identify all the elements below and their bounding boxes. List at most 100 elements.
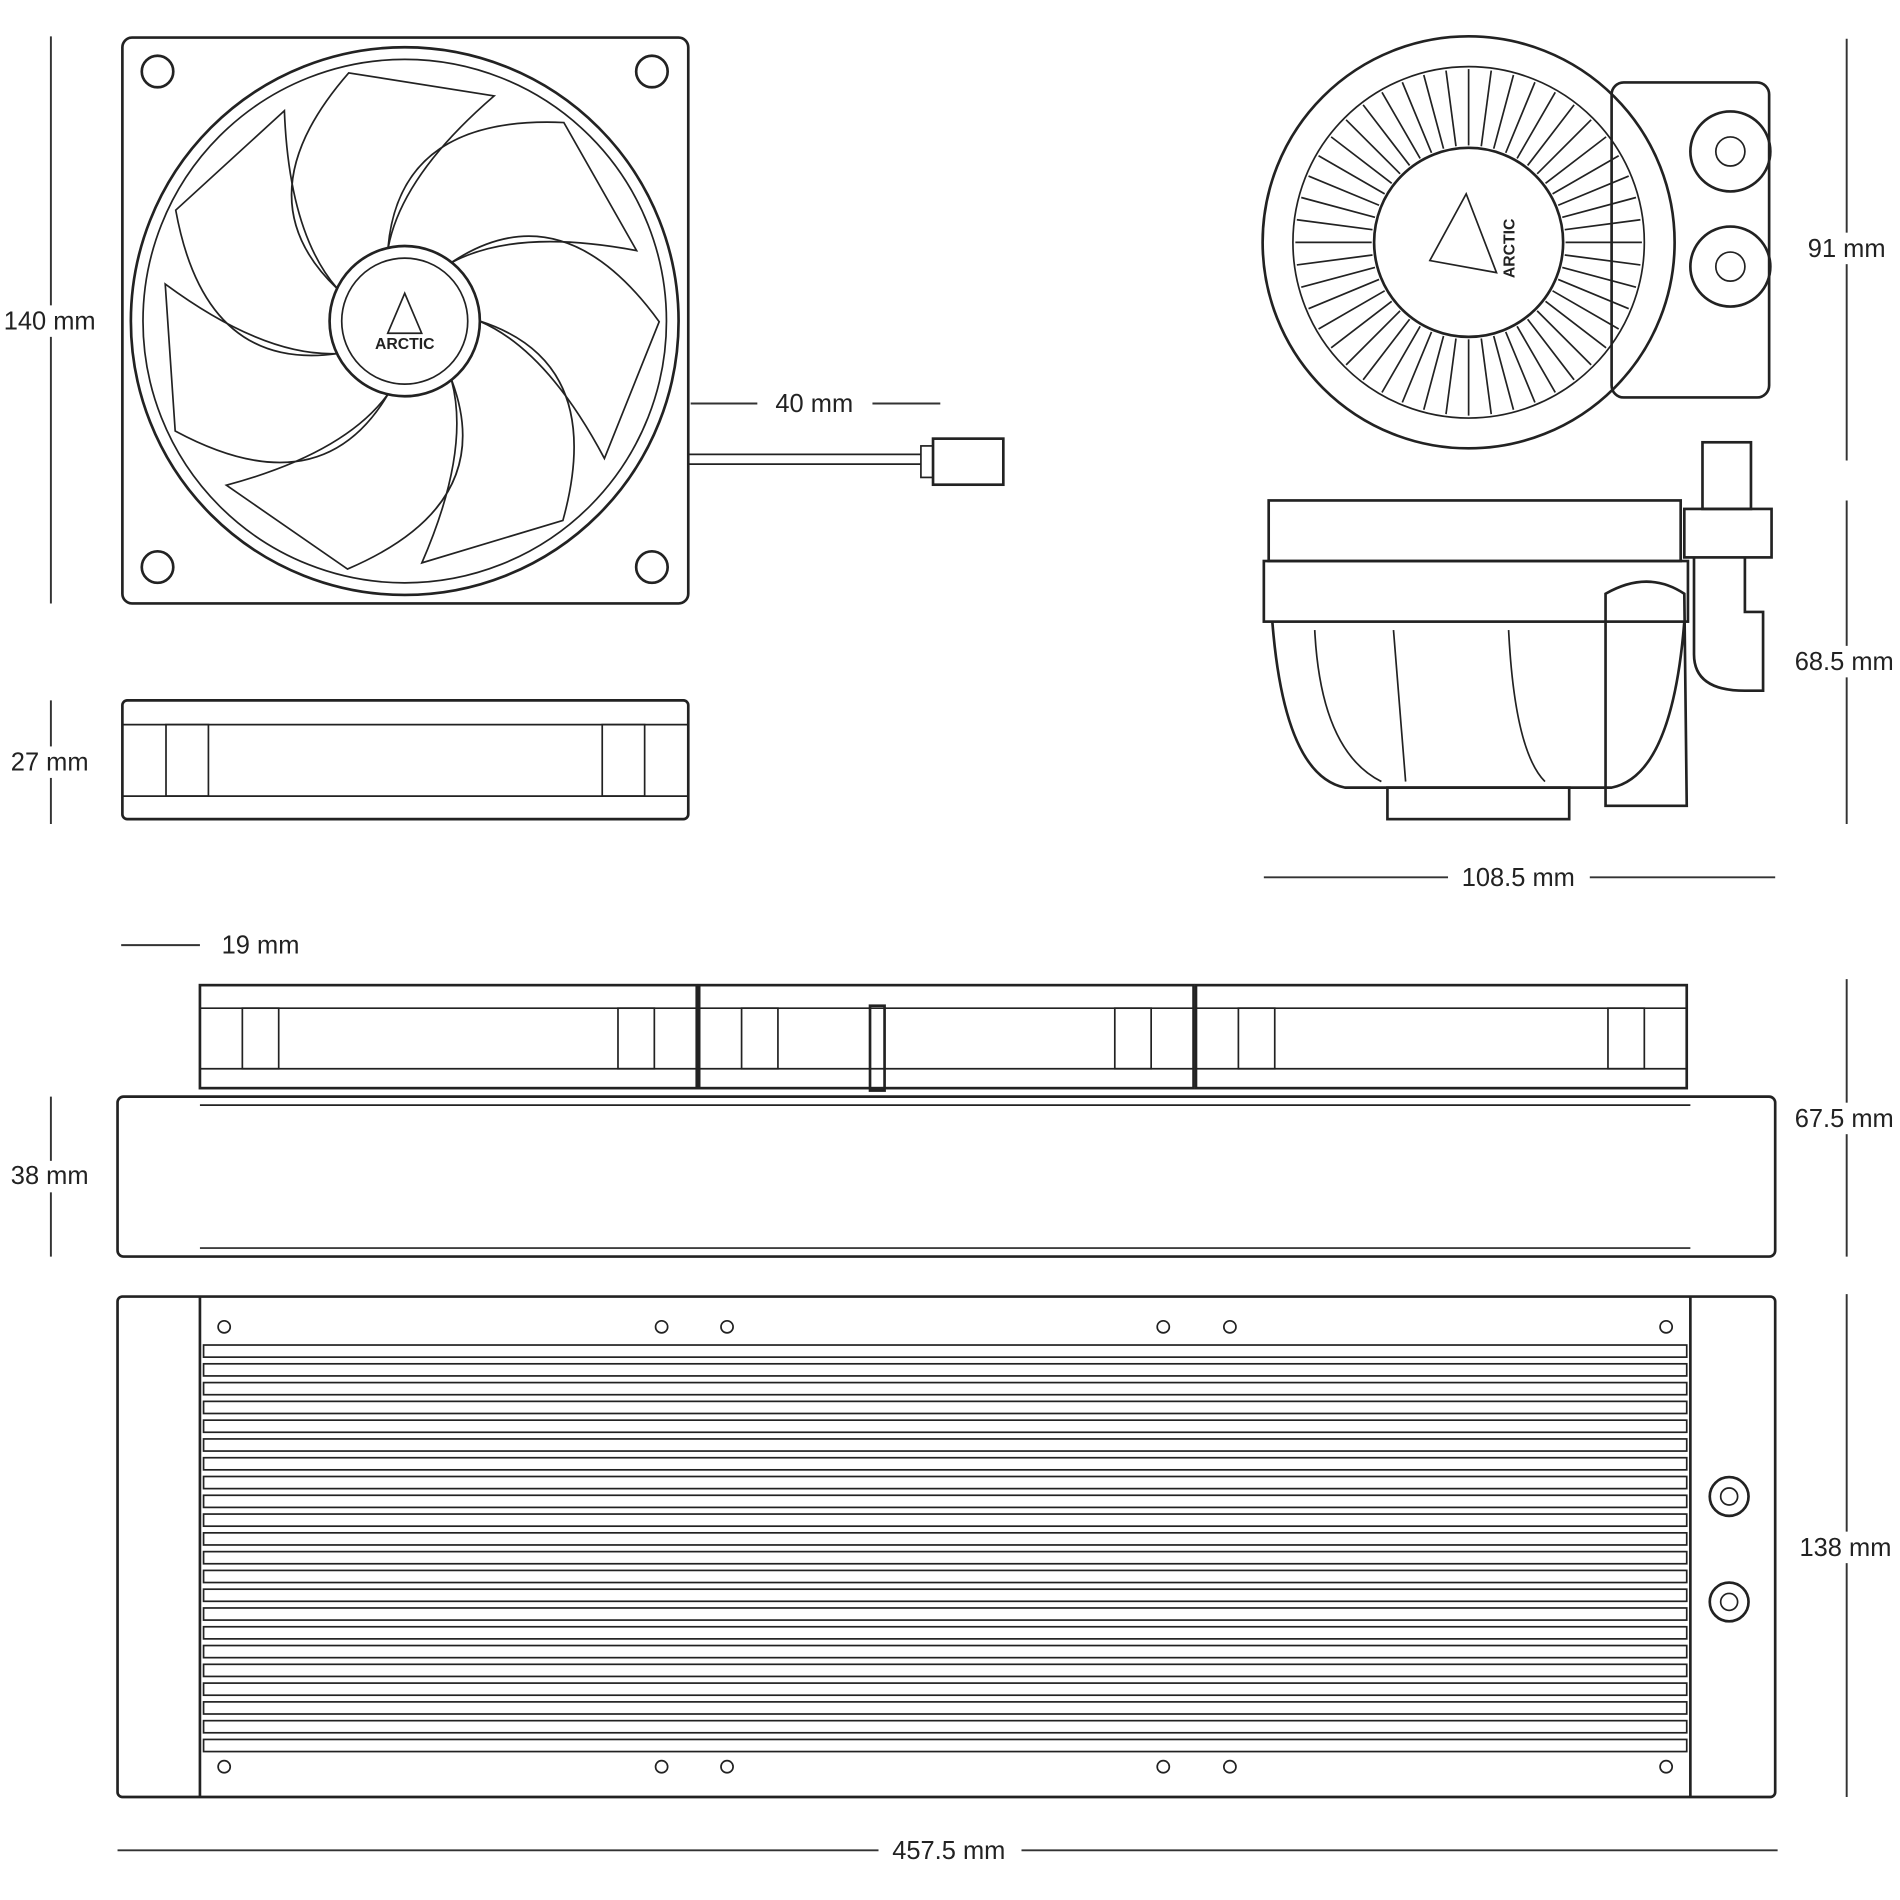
fan-side-view — [121, 699, 690, 821]
pump-fin — [1445, 70, 1457, 147]
pump-fin — [1504, 331, 1536, 403]
pump-top-view: ARCTIC — [1261, 35, 1772, 450]
pump-fin — [1536, 310, 1592, 366]
pump-fin — [1381, 325, 1421, 393]
mount-hole — [1223, 1319, 1237, 1334]
radiator-fin-row — [202, 1588, 1688, 1603]
pump-fin — [1308, 278, 1380, 310]
radiator-fin-row — [202, 1682, 1688, 1697]
pump-fin — [1557, 278, 1630, 310]
radiator-fin-row — [202, 1513, 1688, 1528]
radiator-fin-row — [202, 1456, 1688, 1471]
pump-fin — [1557, 175, 1630, 207]
fan-front-view: ARCTIC — [121, 36, 1005, 605]
dimension-labels: 140 mm 27 mm 38 mm 40 mm 91 mm 68.5 mm 1… — [0, 232, 1900, 1865]
fan-strut — [1113, 1007, 1152, 1070]
radiator-fin-row — [202, 1475, 1688, 1490]
radiator-length-label: 457.5 mm — [892, 1837, 1005, 1865]
radiator-fin-row — [202, 1569, 1688, 1584]
radiator-fin-row — [202, 1419, 1688, 1434]
fan-blade — [174, 108, 338, 357]
pump-fin — [1564, 254, 1641, 266]
pump-fin — [1536, 119, 1592, 175]
mount-hole — [1223, 1759, 1237, 1774]
arctic-logo-icon — [1428, 191, 1498, 274]
fan-thickness-label: 27 mm — [11, 749, 89, 777]
pump-fin — [1308, 175, 1380, 207]
pump-fin — [1301, 196, 1376, 219]
radiator-fin-row — [202, 1400, 1688, 1415]
radiator-width-label: 138 mm — [1800, 1534, 1892, 1562]
radiator-fin-row — [202, 1494, 1688, 1509]
radiator-fin-row — [202, 1738, 1688, 1753]
pump-logo: ARCTIC — [1502, 219, 1519, 279]
mount-hole — [1156, 1759, 1171, 1774]
pump-fin — [1492, 74, 1515, 149]
fan-size-label: 140 mm — [4, 308, 96, 336]
mount-hole — [217, 1319, 232, 1334]
radiator-fin-row — [202, 1663, 1688, 1678]
mount-hole — [720, 1759, 734, 1774]
pump-fin — [1480, 338, 1493, 415]
radiator-with-fans-label: 67.5 mm — [1795, 1105, 1894, 1133]
radiator-side-view — [116, 983, 1777, 1258]
pump-fin — [1552, 154, 1620, 195]
mount-hole — [217, 1759, 232, 1774]
radiator-fin-row — [202, 1644, 1688, 1659]
fan-strut — [241, 1007, 280, 1070]
pump-fin — [1318, 290, 1386, 330]
pump-fin — [1545, 300, 1607, 349]
arctic-logo-icon — [386, 291, 423, 335]
fan-blade — [164, 282, 389, 464]
pump-fin — [1345, 119, 1401, 175]
pump-fin — [1562, 196, 1637, 219]
mount-hole — [1659, 1319, 1674, 1334]
pump-fin — [1318, 154, 1386, 195]
mount-hole — [1156, 1319, 1171, 1334]
mount-hole — [654, 1759, 669, 1774]
radiator-fin-row — [202, 1438, 1688, 1452]
pump-fin — [1516, 91, 1556, 159]
radiator-fin-row — [202, 1607, 1688, 1621]
radiator-fin-row — [202, 1344, 1688, 1358]
pump-fin — [1492, 335, 1515, 410]
radiator-fin-row — [202, 1719, 1688, 1734]
radiator-fin-row — [202, 1362, 1688, 1377]
pump-fin — [1345, 310, 1401, 366]
radiator-fin-row — [202, 1701, 1688, 1715]
pump-fin — [1422, 335, 1445, 410]
pump-fin — [1480, 70, 1493, 147]
pump-fin — [1401, 331, 1433, 403]
pump-fin — [1526, 318, 1575, 381]
pump-fin — [1516, 325, 1556, 393]
radiator-fin-row — [202, 1531, 1688, 1546]
pump-fin — [1330, 300, 1393, 349]
pump-height-label: 91 mm — [1808, 235, 1886, 263]
cable-offset-label: 40 mm — [775, 390, 853, 418]
mount-hole — [720, 1319, 734, 1334]
fan-blade — [290, 71, 497, 290]
fan-strut — [740, 1007, 779, 1070]
pump-fin — [1545, 136, 1607, 185]
mount-hole — [654, 1319, 669, 1334]
pump-fin — [1445, 338, 1457, 415]
fan-strut — [1607, 1007, 1646, 1070]
fan-blade — [387, 121, 639, 264]
pump-fin — [1552, 290, 1620, 330]
pump-fin — [1296, 218, 1373, 231]
radiator-thickness-label: 38 mm — [11, 1162, 89, 1190]
fan-strut — [617, 1007, 656, 1070]
pump-fin — [1422, 74, 1445, 149]
pump-width-label: 108.5 mm — [1462, 864, 1575, 892]
pump-fin — [1401, 81, 1433, 154]
pump-side-height-label: 68.5 mm — [1795, 648, 1894, 676]
pump-fin — [1301, 266, 1376, 289]
pump-fin — [1526, 104, 1575, 166]
fan-hub-logo: ARCTIC — [375, 336, 435, 353]
fan-blade — [224, 379, 464, 571]
dimension-lines — [49, 36, 1848, 1852]
radiator-offset-label: 19 mm — [222, 932, 300, 960]
fan-blade — [420, 320, 575, 565]
